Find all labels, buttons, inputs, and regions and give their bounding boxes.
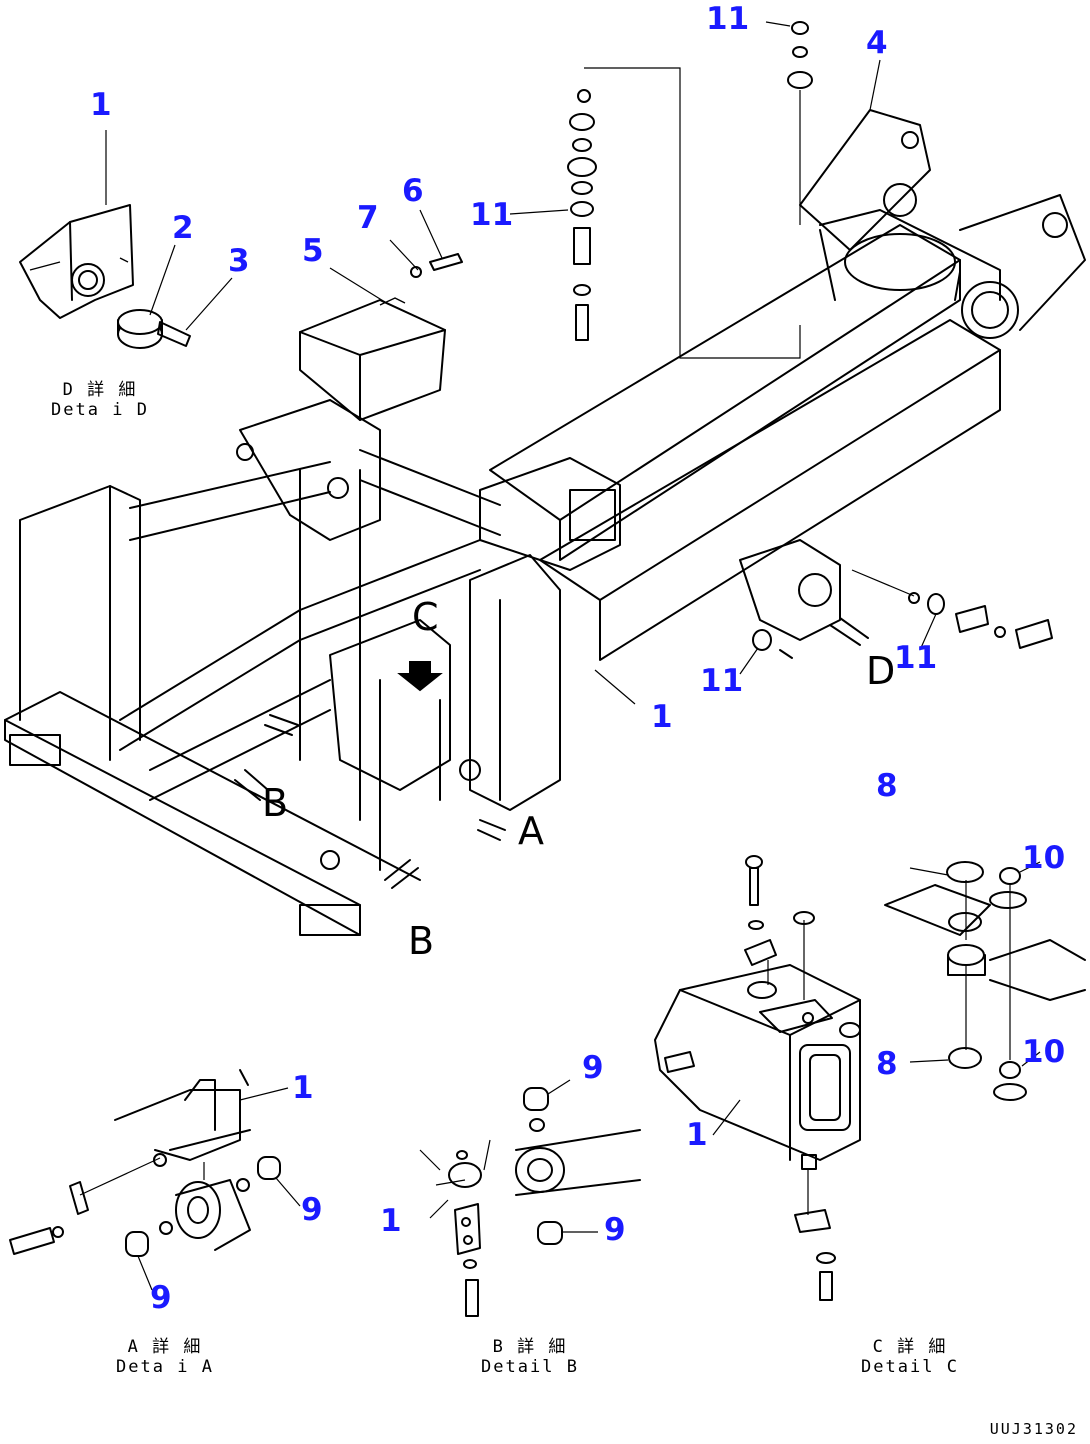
callout-10-bottom: 10 <box>1022 1034 1066 1070</box>
bolt-6 <box>410 253 463 278</box>
callout-3: 3 <box>228 243 250 279</box>
callout-10-top: 10 <box>1022 840 1066 876</box>
view-letter-c: C <box>412 595 439 639</box>
callout-1-detaila: 1 <box>292 1070 314 1106</box>
callout-7: 7 <box>357 200 379 236</box>
callout-8-bottom: 8 <box>876 1046 898 1082</box>
view-letter-b2: B <box>262 781 289 825</box>
view-letter-a: A <box>518 809 544 853</box>
callout-6: 6 <box>402 173 424 209</box>
hardware-right <box>594 569 1053 705</box>
callout-9-a-right: 9 <box>301 1192 323 1228</box>
view-letter-b: B <box>408 919 435 963</box>
caption-detail-a: A 詳 細 Deta i A <box>116 1337 214 1378</box>
caption-detail-b: B 詳 細 Detail B <box>481 1337 579 1378</box>
detail-d-bracket <box>19 204 134 319</box>
callout-5: 5 <box>302 233 324 269</box>
callout-9-b-top: 9 <box>582 1050 604 1086</box>
bracket-5 <box>299 297 446 421</box>
detail-b-assembly <box>419 1079 641 1317</box>
callout-1-frame: 1 <box>651 699 673 735</box>
pin-3 <box>157 321 191 347</box>
callout-11-mid: 11 <box>470 197 514 233</box>
callout-9-b-bottom: 9 <box>604 1212 626 1248</box>
callout-11-top: 11 <box>706 1 750 37</box>
callout-1-detailb: 1 <box>380 1203 402 1239</box>
callout-9-a-bottom: 9 <box>150 1280 172 1316</box>
callout-2: 2 <box>172 210 194 246</box>
detail-a-assembly <box>9 1069 301 1291</box>
caption-detail-c: C 詳 細 Detail C <box>861 1337 959 1378</box>
hardware-stack-top <box>509 21 881 359</box>
callout-1-detailc: 1 <box>686 1117 708 1153</box>
caption-detail-d: D 詳 細 Deta i D <box>51 380 149 421</box>
callout-4: 4 <box>866 25 888 61</box>
callout-11-right: 11 <box>894 640 938 676</box>
view-letter-d: D <box>866 649 896 693</box>
bushing-2 <box>117 309 163 349</box>
callout-11-lower: 11 <box>700 663 744 699</box>
callout-8-top: 8 <box>876 768 898 804</box>
main-frame <box>4 109 1086 936</box>
drawing-number: UUJ31302 <box>989 1420 1078 1438</box>
detail-c-assembly <box>654 855 1086 1301</box>
callout-1-topleft: 1 <box>90 87 112 123</box>
